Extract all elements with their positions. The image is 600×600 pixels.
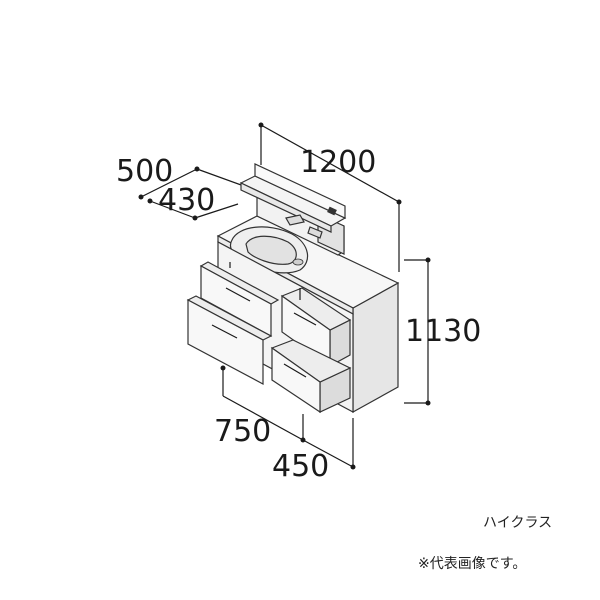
label-height-1130: 1130 <box>405 314 481 349</box>
label-depth-500: 500 <box>116 154 173 189</box>
label-width-750: 750 <box>214 414 271 449</box>
dimension-depth-430: 430 <box>147 183 239 221</box>
dimension-width-450: 450 <box>272 418 356 484</box>
dimension-width-1200: 1200 <box>258 122 402 272</box>
drawer-lower-right[interactable] <box>270 339 352 414</box>
faucet-spout <box>285 214 305 226</box>
series-caption: ハイクラス <box>483 515 553 531</box>
switch-icon <box>327 206 337 216</box>
sink-bowl <box>245 235 297 265</box>
drain-icon <box>292 258 304 266</box>
drawer-upper-right[interactable] <box>280 287 352 368</box>
dimension-width-750: 750 <box>214 365 306 449</box>
label-width-1200: 1200 <box>300 145 376 180</box>
dimension-height-1130: 1130 <box>404 257 481 406</box>
shelf-back <box>254 163 346 219</box>
representative-image-note: ※代表画像です。 <box>418 556 527 572</box>
dimension-depth-500: 500 <box>116 154 256 200</box>
vanity-illustration <box>186 163 400 414</box>
label-width-450: 450 <box>272 449 329 484</box>
faucet-handle <box>307 226 323 239</box>
top-shelf-front <box>240 182 332 233</box>
label-depth-430: 430 <box>158 183 215 218</box>
drawer-lower-left[interactable] <box>186 295 273 385</box>
